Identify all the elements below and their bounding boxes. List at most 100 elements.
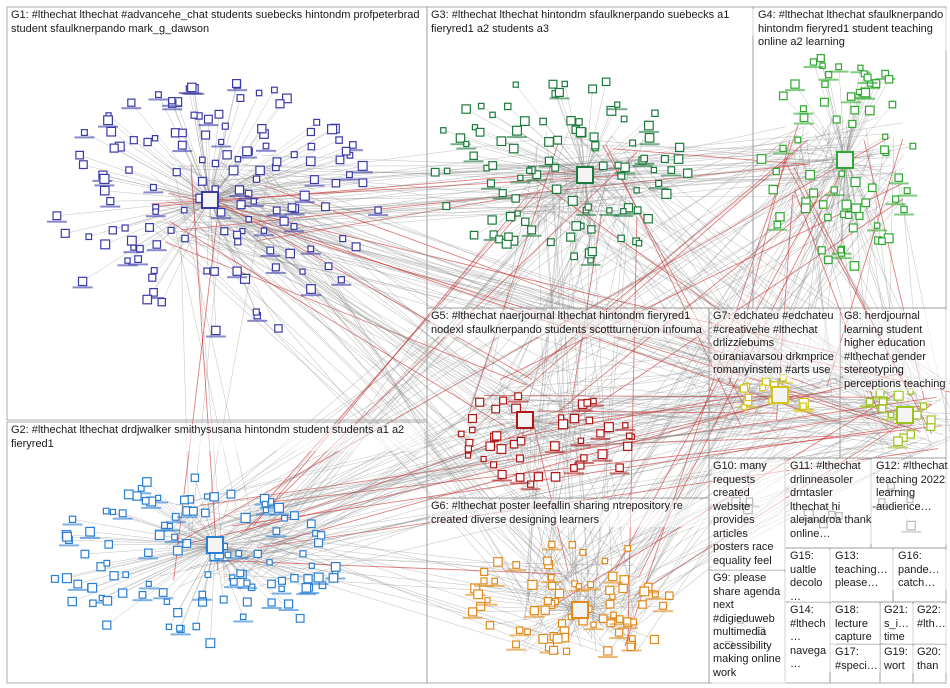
- cross-cluster-edge: [221, 404, 468, 545]
- cross-cluster-edge: [609, 126, 806, 206]
- edge: [435, 171, 586, 176]
- edge: [214, 535, 322, 546]
- cross-cluster-edge: [550, 170, 799, 645]
- node-g3: [548, 79, 558, 89]
- edge: [524, 419, 556, 477]
- node-g1: [77, 276, 88, 287]
- edge: [149, 199, 211, 228]
- edge: [584, 88, 593, 176]
- edge: [108, 544, 216, 546]
- node-caption-mark: [67, 588, 88, 591]
- node-caption-mark: [128, 263, 149, 266]
- edge: [579, 548, 628, 611]
- node-g8: [887, 411, 895, 419]
- node-g2: [137, 484, 145, 492]
- node-g6: [480, 577, 488, 585]
- node-g6: [543, 556, 552, 566]
- node-g2: [313, 572, 324, 583]
- node-g1: [109, 143, 119, 153]
- cluster-label-g3: G3: #lthechat lthechat hintondm sfaulkne…: [430, 9, 754, 36]
- node-caption-mark: [342, 149, 363, 152]
- node-g3: [620, 162, 630, 173]
- node-caption-mark: [785, 89, 805, 92]
- node-caption-mark: [638, 130, 659, 133]
- node-g5: [557, 419, 569, 430]
- node-caption-mark: [859, 405, 880, 408]
- node-g2: [141, 496, 150, 505]
- edge: [214, 544, 336, 568]
- node-caption-mark: [266, 535, 287, 538]
- cross-cluster-edge: [173, 396, 519, 547]
- cross-cluster-edge: [208, 153, 856, 528]
- edge: [513, 174, 586, 241]
- cross-cluster-edge-highlight: [173, 222, 218, 581]
- node-g3: [505, 211, 516, 222]
- node-g3: [587, 225, 596, 234]
- edge: [776, 159, 846, 172]
- node-g2: [132, 491, 142, 501]
- node-g4: [824, 70, 833, 79]
- node-caption-mark: [885, 203, 906, 206]
- hub-node-g4: [836, 151, 854, 169]
- node-g4: [841, 199, 852, 210]
- node-g3: [504, 232, 513, 242]
- node-caption-mark: [573, 462, 594, 464]
- node-caption-mark: [737, 406, 758, 409]
- node-g6: [609, 593, 616, 600]
- node-caption-mark: [132, 599, 153, 602]
- cross-cluster-edge: [255, 442, 520, 554]
- node-g1: [337, 276, 345, 284]
- node-g1: [351, 242, 361, 252]
- edge: [154, 138, 211, 201]
- node-caption-mark: [541, 581, 562, 584]
- node-caption-mark: [159, 529, 180, 532]
- edge: [209, 89, 275, 201]
- hub-node-g5: [516, 411, 534, 429]
- node-g1: [210, 267, 219, 276]
- cross-cluster-edge: [260, 226, 801, 355]
- cross-cluster-edge: [212, 437, 923, 548]
- edge: [487, 599, 581, 611]
- node-g1: [99, 185, 110, 196]
- edge: [506, 174, 586, 244]
- node-g2: [205, 638, 216, 649]
- cross-cluster-edge-highlight: [231, 424, 913, 527]
- cross-cluster-edge: [573, 438, 724, 448]
- edge: [761, 158, 846, 161]
- node-g1: [346, 171, 353, 179]
- node-g5: [485, 441, 495, 451]
- node-g3: [643, 120, 654, 131]
- node-caption-mark: [211, 145, 232, 148]
- node-g6: [468, 607, 478, 617]
- cross-cluster-edge-highlight: [169, 221, 506, 428]
- node-g2: [161, 521, 169, 529]
- node-g2: [243, 579, 251, 587]
- node-g6: [628, 635, 636, 643]
- node-g3: [635, 239, 643, 247]
- node-caption-mark: [618, 212, 639, 215]
- node-g5: [625, 432, 633, 440]
- node-g6: [598, 614, 608, 624]
- cross-cluster-edge-highlight: [521, 149, 799, 393]
- node-g1: [307, 142, 316, 151]
- cross-cluster-edge: [223, 202, 593, 639]
- node-g1: [145, 223, 154, 232]
- node-g1: [211, 325, 221, 336]
- cross-cluster-edge: [205, 175, 269, 522]
- node-g3: [682, 168, 693, 178]
- node-g2: [242, 597, 252, 607]
- node-caption-mark: [205, 335, 226, 338]
- node-g3: [544, 137, 554, 147]
- edge: [584, 174, 622, 239]
- cross-cluster-edge: [568, 353, 734, 384]
- cross-cluster-edge: [567, 179, 725, 434]
- node-caption-mark: [653, 610, 674, 613]
- cross-cluster-edge: [591, 189, 615, 607]
- node-g2: [190, 473, 200, 483]
- node-g6: [473, 589, 483, 600]
- node-g2: [182, 538, 192, 548]
- cross-cluster-edge: [166, 218, 547, 545]
- cross-cluster-edge: [516, 184, 850, 381]
- cross-cluster-edge: [470, 209, 545, 405]
- node-g2: [50, 574, 59, 583]
